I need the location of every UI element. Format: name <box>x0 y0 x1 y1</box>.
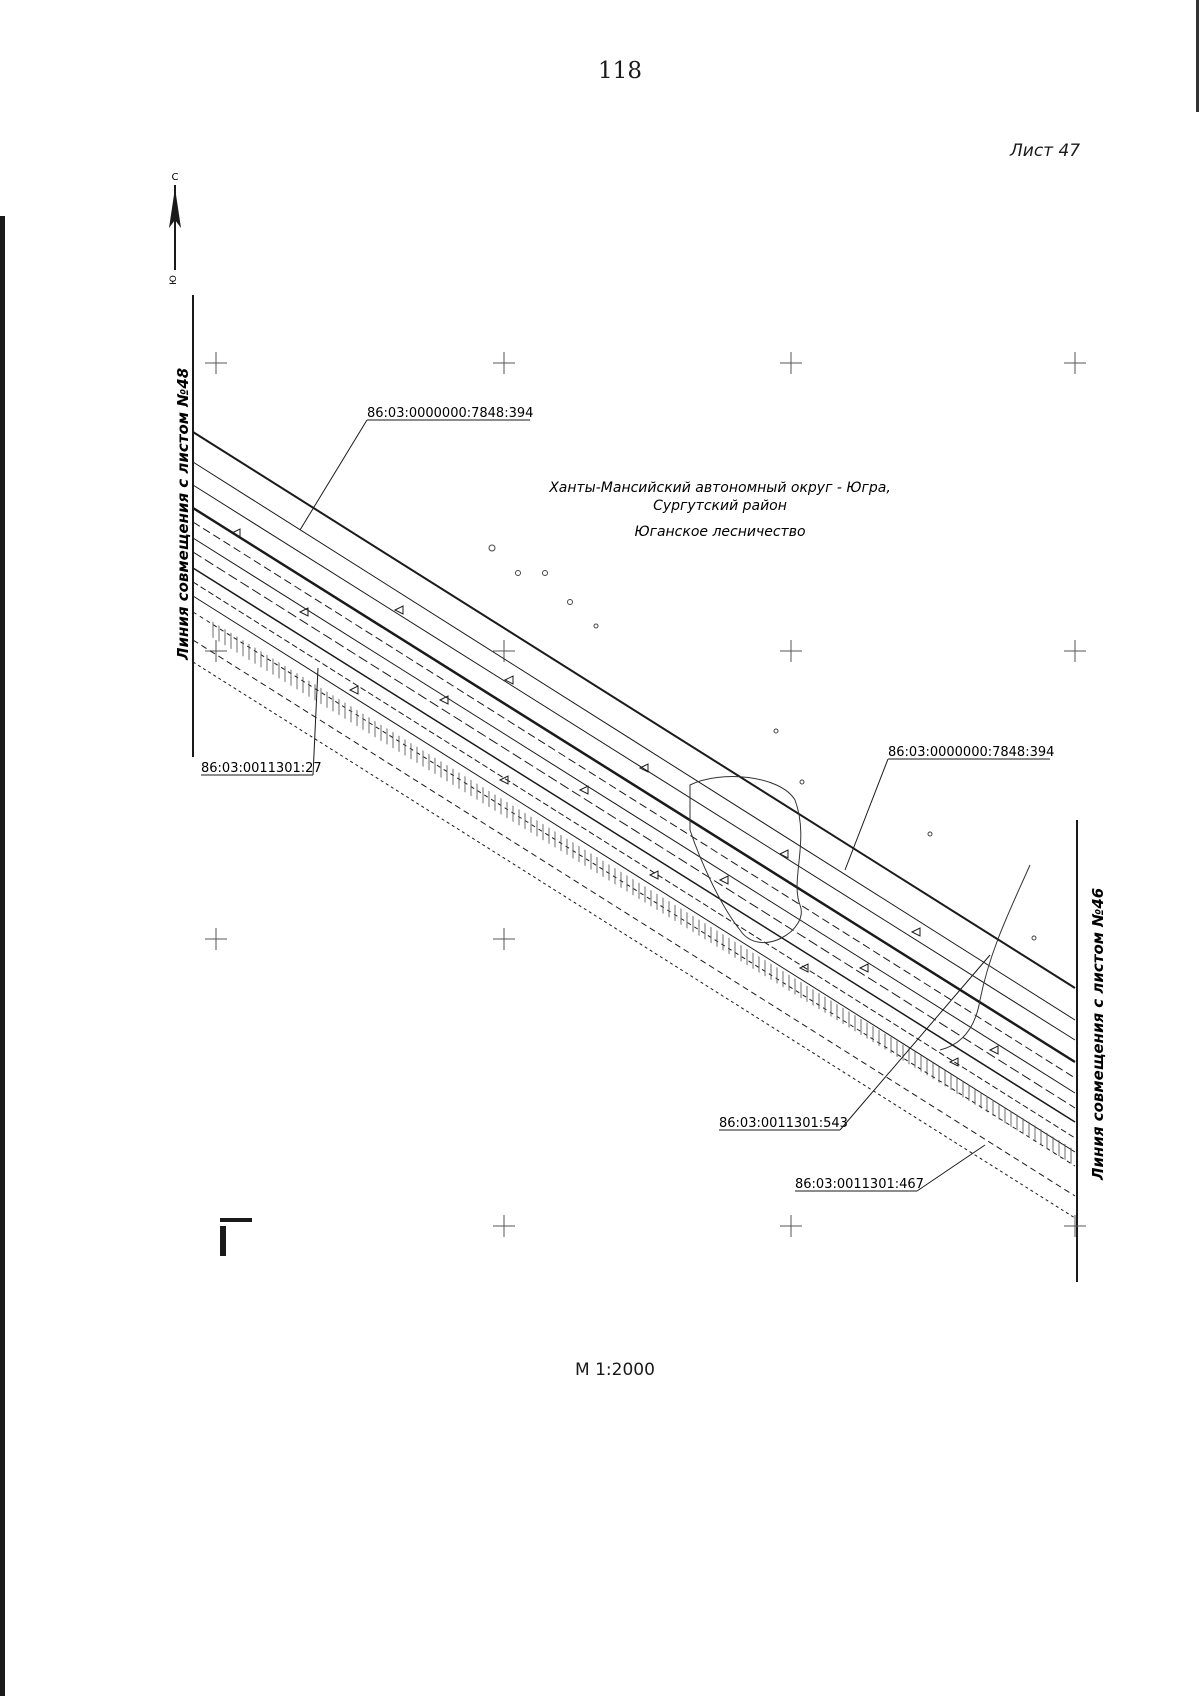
svg-text:86:03:0000000:7848:394: 86:03:0000000:7848:394 <box>888 745 1054 760</box>
wetland-boundary <box>689 776 802 943</box>
hatched-embankment <box>210 620 1075 1166</box>
grid-crosses <box>205 352 1086 1237</box>
page-number: 118 <box>598 58 642 84</box>
cadastral-label-bottom-1: 86:03:0011301:543 <box>719 954 991 1131</box>
region-line-1: Ханты-Мансийский автономный округ - Югра… <box>548 480 891 496</box>
region-caption: Ханты-Мансийский автономный округ - Югра… <box>548 480 891 540</box>
svg-text:86:03:0011301:467: 86:03:0011301:467 <box>795 1177 924 1192</box>
right-match-line-label: Линия совмещения с листом №46 <box>1089 888 1107 1181</box>
corridor-lines <box>192 431 1076 1219</box>
svg-text:86:03:0011301:27: 86:03:0011301:27 <box>201 761 322 776</box>
stream-line <box>939 864 1031 1051</box>
region-line-2: Сургутский район <box>653 498 787 514</box>
scattered-points <box>488 544 1037 941</box>
svg-text:86:03:0000000:7848:394: 86:03:0000000:7848:394 <box>367 406 533 421</box>
cadastral-label-mid-right: 86:03:0000000:7848:394 <box>844 745 1054 871</box>
cadastral-label-bottom-2: 86:03:0011301:467 <box>795 1144 986 1192</box>
cadastral-label-left: 86:03:0011301:27 <box>201 667 322 776</box>
region-line-3: Юганское лесничество <box>634 524 805 540</box>
left-match-line-label: Линия совмещения с листом №48 <box>174 368 192 661</box>
svg-text:86:03:0011301:543: 86:03:0011301:543 <box>719 1116 848 1131</box>
north-letter: С <box>172 172 179 183</box>
map-scale: М 1:2000 <box>575 1360 655 1380</box>
scan-edge-left <box>0 216 5 1696</box>
south-letter: Ю <box>169 275 179 285</box>
north-arrow-icon: С Ю <box>169 172 181 285</box>
small-legend-mark <box>220 1218 252 1256</box>
cadastral-label-top: 86:03:0000000:7848:394 <box>299 406 533 531</box>
sheet-label: Лист 47 <box>1010 141 1081 161</box>
scan-edge-right <box>1196 0 1199 112</box>
survey-markers <box>230 528 999 1067</box>
